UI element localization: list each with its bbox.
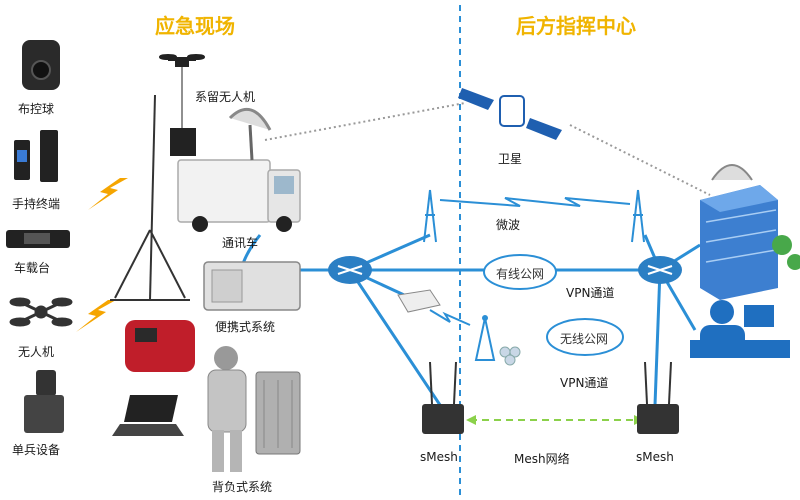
label-vpn-1: VPN通道 bbox=[566, 286, 615, 300]
label-wireless-net: 无线公网 bbox=[560, 332, 609, 346]
router-right-icon bbox=[638, 256, 682, 284]
heading-command-center: 后方指挥中心 bbox=[516, 14, 636, 38]
label-microwave: 微波 bbox=[496, 218, 521, 232]
label-vehicle-radio: 车载台 bbox=[14, 261, 51, 275]
sat-link-right bbox=[569, 124, 711, 196]
microwave-tower-left-icon bbox=[423, 189, 437, 243]
microwave-link bbox=[439, 197, 631, 207]
drone-box-icon bbox=[170, 128, 196, 156]
command-building-icon bbox=[700, 164, 800, 300]
blue-links bbox=[238, 233, 701, 406]
label-portable-system: 便携式系统 bbox=[215, 320, 276, 334]
label-vpn-2: VPN通道 bbox=[560, 376, 609, 390]
smesh-right-icon bbox=[637, 361, 679, 434]
laptop-icon bbox=[112, 395, 184, 436]
handheld-icon bbox=[14, 130, 58, 182]
label-mesh-net: Mesh网络 bbox=[514, 452, 570, 466]
cell-tower-icon bbox=[474, 315, 521, 366]
wireless-router-icon bbox=[397, 289, 441, 313]
wireless-link bbox=[429, 309, 471, 326]
label-dome-camera: 布控球 bbox=[18, 102, 55, 116]
heading-emergency-site: 应急现场 bbox=[155, 14, 235, 38]
mesh-arrow-left bbox=[466, 415, 476, 425]
label-drone: 无人机 bbox=[18, 345, 55, 359]
label-wired-net: 有线公网 bbox=[496, 267, 545, 281]
label-backpack-system: 背负式系统 bbox=[212, 480, 273, 494]
sat-link-left bbox=[264, 102, 466, 141]
label-tethered-drone: 系留无人机 bbox=[195, 90, 256, 104]
vehicle-radio-icon bbox=[6, 230, 70, 248]
lightning-icon-top bbox=[88, 178, 128, 210]
cloud-wired-icon bbox=[483, 254, 557, 290]
label-smesh-right: sMesh bbox=[636, 450, 674, 464]
cloud-wireless-icon bbox=[546, 318, 624, 356]
dome-camera-icon bbox=[22, 40, 60, 90]
backpack-unit-icon bbox=[255, 371, 301, 455]
drone-small-icon bbox=[9, 297, 73, 327]
individual-device-icon bbox=[24, 370, 64, 433]
tethered-drone-icon bbox=[159, 54, 205, 130]
generator-icon bbox=[125, 320, 195, 372]
lightning-icon-bottom bbox=[76, 300, 116, 332]
backpack-person-icon bbox=[207, 346, 247, 472]
satellite-icon bbox=[458, 88, 562, 140]
comm-vehicle-icon bbox=[177, 107, 301, 232]
mast-icon bbox=[110, 94, 190, 301]
operator-desk-icon bbox=[690, 300, 790, 358]
label-satellite: 卫星 bbox=[498, 152, 523, 166]
router-left-icon bbox=[328, 256, 372, 284]
microwave-tower-right-icon bbox=[631, 189, 645, 243]
portable-system-icon bbox=[203, 261, 301, 311]
label-comm-vehicle: 通讯车 bbox=[222, 236, 259, 250]
label-individual: 单兵设备 bbox=[12, 443, 61, 457]
label-smesh-left: sMesh bbox=[420, 450, 458, 464]
smesh-left-icon bbox=[422, 361, 464, 434]
label-handheld: 手持终端 bbox=[12, 197, 61, 211]
